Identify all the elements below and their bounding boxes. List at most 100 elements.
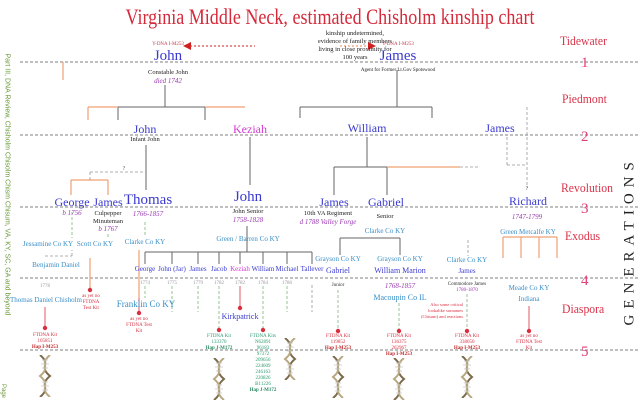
kit-id: 262967 <box>391 346 407 351</box>
kit-id: N62891 <box>254 340 272 345</box>
kit-label: FTDNA Kit <box>206 334 232 339</box>
richard-uncertain: ? <box>525 186 529 192</box>
james-valley-forge: d 1788 Valley Forge <box>299 218 357 226</box>
child-year: 1775 <box>167 281 177 286</box>
john-senior-note: John Senior <box>232 208 264 215</box>
kit-id: 105851 <box>37 339 53 344</box>
james-hap: Y-DNA I-M253 <box>382 42 414 47</box>
uncertain-mark: ? <box>122 166 126 172</box>
kit-id: 224609 <box>255 364 271 369</box>
era-diaspora: Diaspora <box>562 301 605 316</box>
gen-4: 4 <box>581 273 589 289</box>
dna-helix-icon <box>331 355 345 399</box>
kinship-note: kinship undetermined, evidence of family… <box>317 30 393 62</box>
dna-helix-icon <box>460 355 474 399</box>
kit-label: FTDNA Kit <box>325 334 351 339</box>
side-caption: Part III, DNA Review, Chisholm Chisolm C… <box>3 53 11 316</box>
green-metcalfe-place: Green Metcalfe KY <box>500 228 556 236</box>
gabriel-gen3: Gabriel <box>368 195 404 209</box>
kit-label: FTDNA Kit <box>386 334 412 339</box>
child-year: 1782 <box>214 281 224 286</box>
kit-id: 119852 <box>330 340 346 345</box>
john-gen3: John <box>233 189 263 205</box>
lookalike-note: Also some critical lookalike surnames (C… <box>421 302 463 319</box>
james-10th-va-note: 10th VA Regiment <box>303 210 353 217</box>
kinship-arrows <box>183 42 376 50</box>
kit-id: 338050 <box>459 340 475 345</box>
kit-label: FTDNA Kit <box>32 333 58 338</box>
gen-3: 3 <box>581 201 589 217</box>
gabriel-senior-note: Senior <box>376 213 394 220</box>
thomas-daniel-year: 1778 <box>40 284 50 289</box>
james-gen3-note: Culpepper Minuteman <box>93 210 123 225</box>
john-senior-date: 1758-1828 <box>232 216 264 224</box>
james-gen3: James <box>93 195 123 209</box>
indiana-place: Indiana <box>518 295 540 303</box>
child-name: William <box>251 265 275 273</box>
generation-lines <box>20 61 640 351</box>
william-marion-date: 1768-1857 <box>384 282 416 290</box>
dna-helix-icon <box>38 354 52 398</box>
john-gen2: John <box>133 122 157 136</box>
child-year: 1784 <box>258 281 268 286</box>
jessamine-place: Jessamine Co KY <box>22 240 74 248</box>
kit-id: 246163 <box>255 370 271 375</box>
james-gen1: James <box>379 48 417 64</box>
era-exodus: Exodus <box>565 228 601 243</box>
child-name: Michael <box>275 265 299 273</box>
child-year: 1786 <box>282 281 292 286</box>
green-dashed-lines <box>71 212 468 330</box>
child-year: 1779 <box>193 281 203 286</box>
kit-id: 209656 <box>255 358 271 363</box>
commodore-james-date: 1780-1870 <box>456 288 478 293</box>
gabriel-junior: Gabriel <box>326 266 350 275</box>
keziah-gen2: Keziah <box>233 122 267 136</box>
kirkpatrick: Kirkpatrick <box>221 312 259 321</box>
child-year: 1782 <box>235 281 245 286</box>
green-barren-place: Green / Barren Co KY <box>216 235 280 243</box>
kit3: FTDNA Kits N62891 96183 97372 209656 224… <box>250 334 277 394</box>
kit-hap: Hap I-M253 <box>453 346 481 351</box>
children-drops <box>144 252 313 264</box>
child-name: Tallever <box>300 265 324 273</box>
child-year: 1774 <box>140 281 150 286</box>
john-gen1: John <box>153 48 183 64</box>
william-marion: William Marion <box>374 266 426 275</box>
james-gen2: James <box>485 121 515 135</box>
generations-axis-label: GENERATIONS <box>621 156 638 326</box>
clarke-place-thomas: Clarke Co KY <box>124 238 166 246</box>
thomas-daniel-chisholm: Thomas Daniel Chisholm <box>10 296 82 304</box>
chart-title: Virginia Middle Neck, estimated Chisholm… <box>125 4 535 29</box>
kit-hap: Hap I-M253 <box>324 346 352 351</box>
tree-lines <box>117 70 433 264</box>
kit6: FTDNA Kit 338050 Hap I-M253 <box>454 334 480 352</box>
kit-label: FTDNA Kit <box>454 334 480 339</box>
kit-id: 96183 <box>256 346 270 351</box>
era-revolution: Revolution <box>561 180 614 195</box>
george-date: b 1756 <box>62 209 82 217</box>
no-kit-1: as yet no FTDNA Test Kit <box>82 294 100 311</box>
gabriel-clarke-place: Clarke Co KY <box>364 227 406 235</box>
thomas-gen3: Thomas <box>123 192 173 208</box>
franklin-place: Franklin Co KY <box>116 299 176 309</box>
john-gen2-note: Infant John <box>130 136 160 143</box>
kit-hap: Hap I-M253 <box>31 345 59 350</box>
era-tidewater: Tidewater <box>560 33 608 48</box>
kit-id: 133370 <box>211 340 227 345</box>
gen-1: 1 <box>581 55 589 71</box>
child-name: John (Jar) <box>158 265 186 273</box>
kit-label: FTDNA Kits <box>250 334 276 339</box>
james-gen3b: James <box>319 195 349 209</box>
no-kit-3: as yet no FTDNA Test Kit <box>516 334 542 351</box>
thomas-date: 1766-1857 <box>132 210 164 218</box>
john-hap: Y-DNA I-M253 <box>152 42 184 47</box>
dna-helix-icon <box>283 337 297 381</box>
meade-place: Meade Co KY <box>508 284 550 292</box>
gen-5: 5 <box>581 344 589 360</box>
james-gen1-note: Agent for Former Lt.Gov Spotswood <box>360 68 436 73</box>
kit-id: B11226 <box>255 382 271 387</box>
commodore-james-note: Commodore James <box>447 282 487 287</box>
child-name: James <box>189 265 207 273</box>
gabriel-junior-note: Junior <box>331 283 345 288</box>
kit-id: 220826 <box>255 376 271 381</box>
